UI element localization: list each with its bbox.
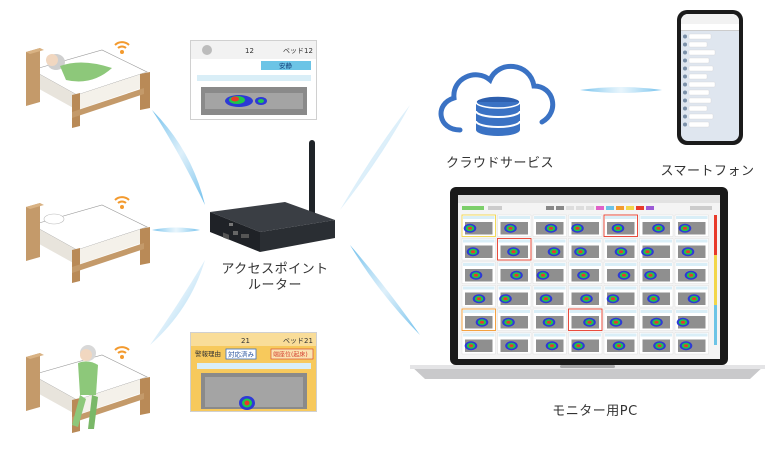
bed-monitor-cell (497, 308, 532, 331)
bed-monitor-cell (532, 332, 567, 355)
bed-monitor-cell (639, 308, 674, 331)
bed-monitor-cell (639, 261, 674, 284)
bed-monitor-cell (461, 308, 496, 331)
bed-monitor-cell (674, 308, 709, 331)
bed-monitor-cell (497, 285, 532, 308)
alarm-reason-label: 警報理由 (195, 349, 221, 358)
bed-monitor-cell (639, 214, 674, 237)
link-bed2-router (152, 227, 200, 233)
phone-screen (681, 14, 739, 141)
panel-graphic: 21 ベッド21 警報理由 対応済み 端座位(起床) (191, 333, 316, 411)
bed-monitor-cell (674, 238, 709, 261)
avatar (202, 45, 212, 55)
link-bed1-router (152, 110, 205, 205)
bed-monitor-cell (603, 285, 638, 308)
phone-label: スマートフォン (660, 164, 755, 179)
bed-monitor-cell (532, 214, 567, 237)
bed-monitor-cell (674, 261, 709, 284)
bed-icon (26, 196, 150, 283)
sensor-panel-alert: 21 ベッド21 警報理由 対応済み 端座位(起床) (190, 332, 317, 412)
bed-monitor-cell (497, 261, 532, 284)
bed-monitor-cell (603, 332, 638, 355)
pc-label: モニター用PC (552, 404, 638, 419)
database-icon (475, 95, 521, 136)
bed-monitor-cell (497, 214, 532, 237)
link-router-cloud (340, 105, 410, 210)
bed-monitor-cell (461, 238, 496, 261)
event-text: 端座位(起床) (273, 351, 308, 359)
status-text: 安静 (279, 61, 293, 70)
bed-monitor-cell (461, 332, 496, 355)
bed-icon (26, 41, 150, 128)
svg-text:対応済み: 対応済み (228, 350, 255, 359)
handled-button (225, 348, 257, 360)
bed-monitor-cell (603, 261, 638, 284)
bed-monitor-cell (461, 214, 496, 237)
bed-monitor-cell (639, 285, 674, 308)
bed-monitor-cell (497, 238, 532, 261)
bed-monitor-cell (532, 261, 567, 284)
cloud-label: クラウドサービス (445, 156, 554, 171)
link-cloud-phone (580, 87, 662, 93)
bed-monitor-cell (568, 332, 603, 355)
bed-name: ベッド21 (283, 337, 313, 345)
bed-monitor-cell (639, 332, 674, 355)
router-icon (210, 140, 335, 252)
bed-icon (26, 345, 150, 433)
panel-graphic: 12 ベッド12 安静 (191, 41, 316, 115)
bed-name: ベッド12 (283, 47, 313, 55)
laptop-icon (410, 187, 765, 379)
bed-number: 21 (241, 337, 250, 345)
monitor-grid (462, 206, 712, 210)
bed-monitor-cell (532, 238, 567, 261)
cloud-icon (438, 63, 556, 136)
status-badge (261, 61, 311, 70)
bed-monitor-cell (568, 261, 603, 284)
bed-monitor-cell (568, 285, 603, 308)
bed-monitor-cell (603, 214, 638, 237)
bed-monitor-cells (461, 214, 709, 355)
bed-monitor-cell (674, 332, 709, 355)
bed-monitor-cell (674, 214, 709, 237)
bed-number: 12 (245, 47, 254, 55)
router-label: アクセスポイント ルーター (200, 262, 350, 294)
bed-monitor-cell (568, 308, 603, 331)
bed-monitor-cell (674, 285, 709, 308)
bed-monitor-cell (532, 308, 567, 331)
bed-monitor-cell (603, 308, 638, 331)
bed-monitor-cell (639, 238, 674, 261)
bed-monitor-cell (532, 285, 567, 308)
sensor-panel-resting: 12 ベッド12 安静 (190, 40, 317, 120)
router-label-line1: アクセスポイント (221, 262, 329, 277)
bed-monitor-cell (568, 214, 603, 237)
router-label-line2: ルーター (247, 278, 302, 293)
bed-monitor-cell (497, 332, 532, 355)
smartphone-icon (677, 10, 743, 145)
bed-monitor-cell (568, 238, 603, 261)
bed-monitor-cell (603, 238, 638, 261)
bed-monitor-cell (461, 285, 496, 308)
link-router-pc (350, 245, 420, 335)
bed-monitor-cell (461, 261, 496, 284)
